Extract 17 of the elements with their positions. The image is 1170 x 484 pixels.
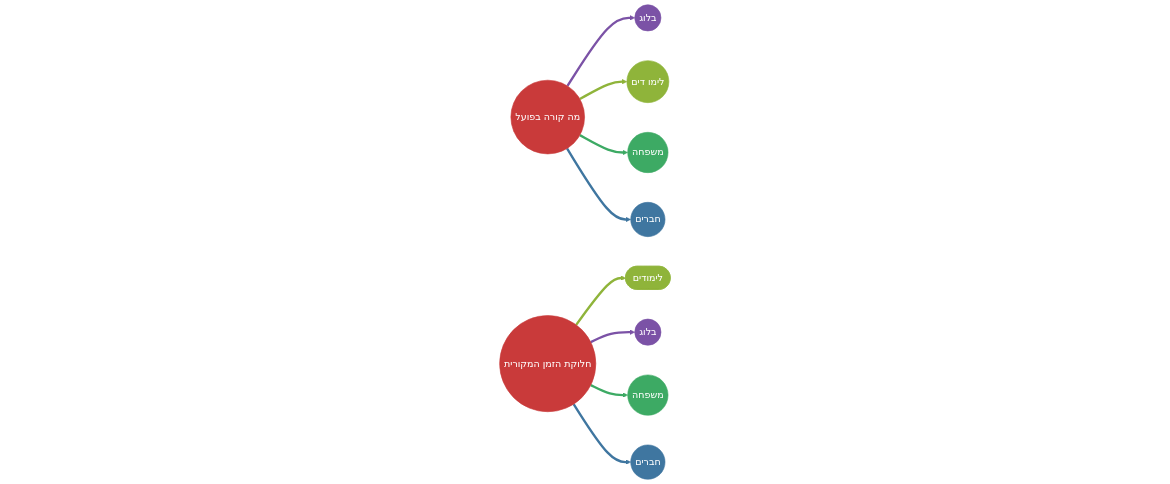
node-circle: בלוג (634, 4, 662, 32)
arrow (579, 134, 628, 156)
node-circle: משפחה (627, 374, 669, 416)
arrow (575, 275, 627, 326)
arrow (572, 403, 631, 465)
arrow (579, 79, 628, 100)
node-circle: חברים (630, 202, 666, 237)
node-circle: מה קורה בפועל (510, 79, 585, 155)
arrow (590, 384, 628, 398)
node-circle: משפחה (627, 132, 669, 173)
node-circle: לימו דים (626, 60, 670, 103)
node-circle: בלוג (634, 318, 662, 346)
node-circle: חברים (630, 444, 666, 480)
arrow (566, 15, 636, 87)
node-circle: חלוקת הזמן המקורית (499, 315, 597, 413)
arrow (566, 147, 631, 223)
arrow (590, 329, 636, 344)
